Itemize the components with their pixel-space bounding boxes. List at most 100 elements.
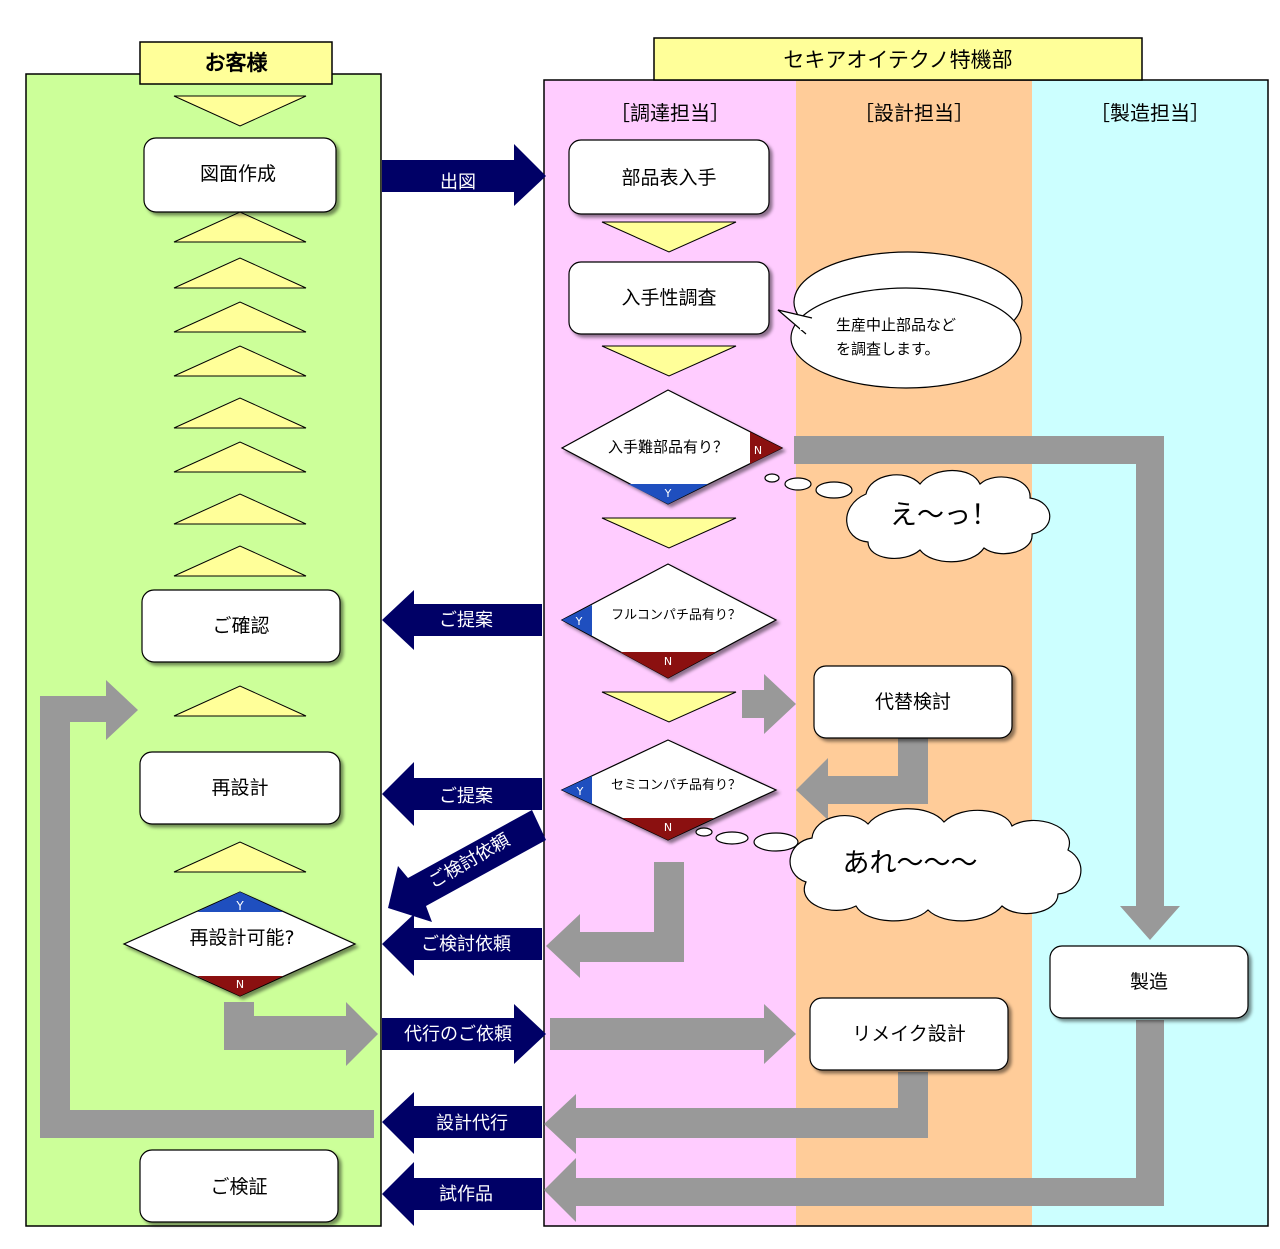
lane-title-manufacturing: ［製造担当］ [1090,101,1210,125]
thought-dot [764,473,780,483]
decision-semi-compat-label: セミコンパチ品有り？ [611,778,741,793]
flow-alternative-back [796,734,928,820]
decision-full-compat-no-band [620,652,716,678]
lane-title-procurement: ［調達担当］ [610,101,730,125]
decision-redesign-no: N [236,978,244,991]
chevron-down [601,691,737,723]
step-parts-list-box [568,139,770,215]
arrow-proposal-2 [382,762,542,826]
step-drawing: 図面作成 [200,163,276,185]
company-header: セキアオイテクノ特機部 [783,48,1012,72]
chevron-up [173,257,307,289]
decision-full-compat-yes: Y [575,615,583,628]
decision-hard-to-get-yes: Y [664,487,672,500]
lane-title-design: ［設計担当］ [854,101,974,125]
arrow-prototype-label: 試作品 [439,1184,493,1205]
step-parts-list: 部品表入手 [621,167,716,189]
thought-dot [715,831,749,845]
flow-redesign-no [224,1002,378,1066]
step-drawing-box [143,137,337,213]
thought-surprise-text: え～っ！ [890,500,998,531]
thought-surprise: え～っ！ [764,470,1051,563]
chevron-up [173,545,307,577]
chevron-up [173,211,307,243]
thought-dot [753,832,799,852]
chevron-up [173,301,307,333]
decision-full-compat: Y N フルコンパチ品有り？ [560,563,778,679]
chevron-up [173,493,307,525]
callout-survey-line-2: を調査します。 [836,340,940,358]
step-verify-box [139,1149,339,1223]
step-availability-box [568,261,770,335]
step-confirm: ご確認 [212,615,269,637]
decision-redesign-no-band [197,976,283,996]
company-header-box [653,37,1143,81]
chevron-down [601,221,737,253]
decision-redesign-yes-band [197,892,283,912]
arrow-review-request-label: ご検討依頼 [421,934,511,955]
customer-chevrons [173,95,307,873]
thought-puzzled: あれ～～～ [695,808,1082,922]
arrow-design-delegate-label: 設計代行 [436,1113,508,1134]
decision-full-compat-no: N [664,655,672,668]
callout-survey-line-1: 生産中止部品など [836,316,956,334]
chevron-up [173,345,307,377]
flow-remake-back [544,1072,928,1154]
callout-survey-tail-mask [800,320,812,330]
thought-dot [784,477,812,491]
step-verify: ご検証 [210,1176,267,1198]
arrow-review-request [382,914,542,976]
thought-puzzled-text: あれ～～～ [843,848,978,879]
thought-cloud-puzzled [789,808,1082,922]
step-manufacture-box [1049,945,1249,1019]
step-redesign-box [139,751,341,825]
decision-semi-compat-no: N [664,821,672,834]
gray-arrows [40,436,1180,1222]
flow-prototype [544,1020,1164,1222]
decision-full-compat-yes-band [562,605,592,636]
flow-to-alternative [742,674,796,734]
arrow-proposal-2-label: ご提案 [439,786,493,807]
arrow-review-request-diagonal [388,810,546,922]
callout-survey-body [790,287,1022,389]
decision-semi-compat-no-band [622,818,714,840]
chevron-down [601,345,737,377]
decision-hard-to-get-no-band [750,432,782,464]
step-redesign: 再設計 [211,777,268,799]
arrow-prototype [382,1162,542,1226]
arrow-design-delegate [382,1092,542,1154]
customer-header-box [139,41,333,85]
flow-to-remake [550,1004,796,1064]
decision-semi-compat-yes: Y [576,785,584,798]
company-steps: 部品表入手 入手性調査 代替検討 リメイク設計 製造 [568,139,1249,1071]
chevron-up [173,841,307,873]
flow-to-manufacture [794,436,1180,940]
thought-dot [695,827,713,837]
chevron-down [173,95,307,127]
decision-semi-compat-yes-band [562,776,592,804]
chevron-up [173,397,307,429]
decision-redesign-possible: Y N 再設計可能? [122,891,357,997]
chevron-down [601,517,737,549]
arrow-delegate-request-label: 代行のご依頼 [404,1024,512,1045]
step-remake-box [809,997,1009,1071]
decision-hard-to-get-no: N [754,444,762,457]
step-manufacture: 製造 [1130,971,1168,993]
decision-hard-to-get-yes-band [628,484,708,504]
step-confirm-box [141,589,341,663]
callout-survey: 生産中止部品など を調査します。 [777,251,1023,389]
decision-hard-to-get: N Y 入手難部品有り？ [560,389,784,505]
step-remake: リメイク設計 [852,1023,966,1045]
decision-redesign-label: 再設計可能? [189,927,294,949]
decision-semi-compat: Y N セミコンパチ品有り？ [560,739,778,841]
decision-redesign-yes: Y [235,899,244,913]
arrow-drawing-out-label: 出図 [440,172,476,193]
procurement-chevrons [601,221,737,723]
thought-cloud-surprise [846,470,1051,563]
arrow-proposal-1 [382,590,542,650]
customer-steps: 図面作成 ご確認 再設計 ご検証 [139,137,341,1223]
step-availability: 入手性調査 [621,287,716,309]
thought-dot [815,481,853,499]
chevron-up [173,685,307,717]
